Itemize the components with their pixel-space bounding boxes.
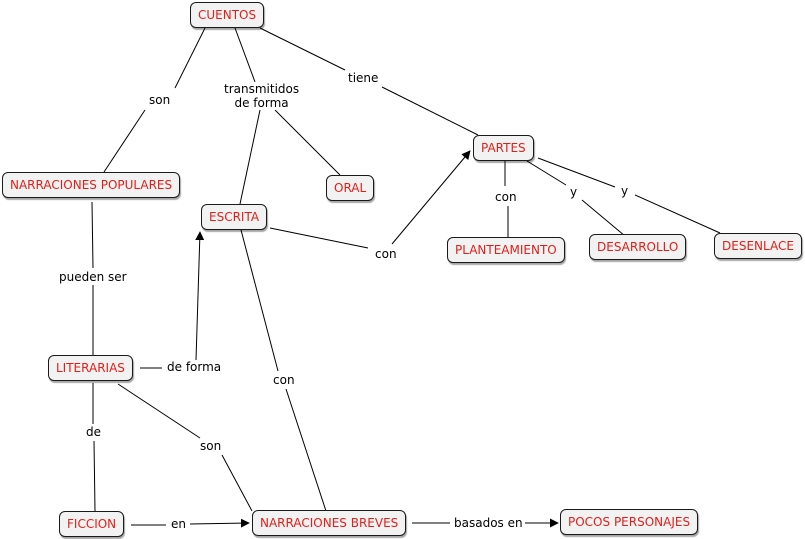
node-cuentos[interactable]: CUENTOS [190,2,265,28]
node-partes[interactable]: PARTES [473,135,534,161]
label-pueden-ser: pueden ser [57,270,129,284]
label-en: en [169,517,188,531]
label-basados-en: basados en [452,516,525,530]
label-tiene: tiene [346,71,381,85]
link-cuentos-son [174,27,206,89]
node-desenlace[interactable]: DESENLACE [714,233,802,259]
link-escrita-con2 [240,229,279,372]
link-de-ficcion [93,440,96,512]
link-son-narraciones-populares [103,109,146,173]
link-transmitidos-escrita [239,109,261,205]
node-oral[interactable]: ORAL [326,175,375,201]
link-literarias-son [117,383,201,439]
label-de: de [84,425,103,439]
link-y1-desarrollo [581,199,626,237]
label-con-escrita-breves: con [271,373,297,387]
label-y-desarrollo: y [568,185,580,199]
link-cuentos-tiene [259,27,346,71]
node-narraciones-breves[interactable]: NARRACIONES BREVES [252,510,407,536]
link-deforma-escrita [195,231,205,361]
link-partes-y1 [526,160,567,186]
link-con2-breves [285,388,327,512]
link-en-breves [189,518,250,528]
label-son-literarias: son [198,439,224,453]
link-populares-pueden [91,201,94,269]
link-con-partes [391,150,471,245]
node-desarrollo[interactable]: DESARROLLO [589,234,687,260]
label-con-escrita-partes: con [373,247,399,261]
link-transmitidos-oral [274,109,341,176]
node-escrita[interactable]: ESCRITA [201,204,268,230]
link-partes-y2 [537,157,616,188]
label-con-partes: con [493,190,519,204]
label-de-forma: de forma [165,360,224,374]
node-pocos-personajes[interactable]: POCOS PERSONAJES [560,509,699,535]
link-cuentos-transmitidos [234,27,256,83]
node-ficcion[interactable]: FICCION [59,511,125,537]
link-son-breves [221,454,253,512]
label-y-desenlace: y [619,184,631,198]
link-y2-desenlace [634,194,721,234]
link-escrita-con [269,227,369,249]
node-narraciones-populares[interactable]: NARRACIONES POPULARES [2,172,181,198]
label-transmitidos: transmitidos de forma [222,82,302,110]
label-son-top: son [147,93,173,107]
node-literarias[interactable]: LITERARIAS [48,355,133,381]
node-planteamiento[interactable]: PLANTEAMIENTO [447,237,565,263]
link-tiene-partes [381,86,479,136]
